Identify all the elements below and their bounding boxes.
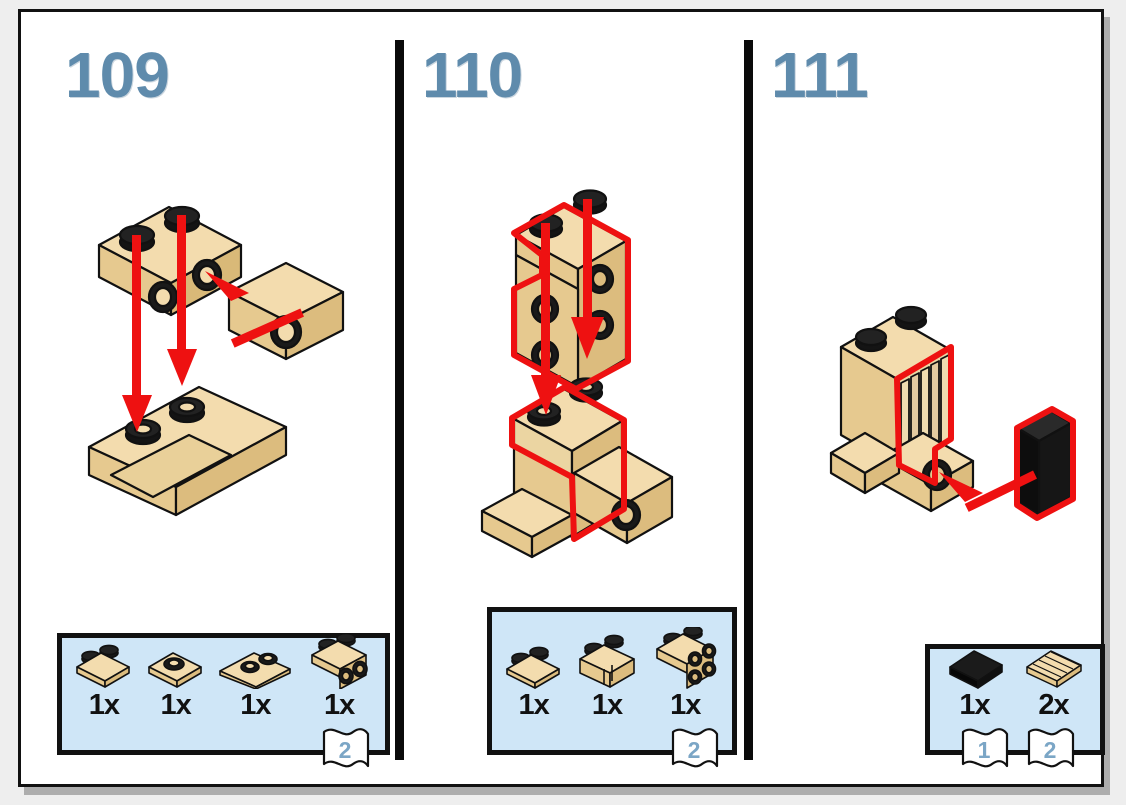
part-item: 1x bbox=[73, 637, 135, 720]
step-panel-109: 109 bbox=[21, 12, 395, 784]
part-item: 1x bbox=[503, 637, 565, 720]
part-quantity: 1x bbox=[88, 689, 120, 721]
instruction-page: 109 bbox=[18, 9, 1107, 787]
bag-number: 2 bbox=[338, 737, 352, 763]
part-icon-bracket-1x2-side-studs bbox=[304, 633, 374, 689]
bag-flag: 1 bbox=[958, 726, 1010, 776]
step-panel-111: 111 bbox=[753, 12, 1107, 784]
brick-lower-111 bbox=[829, 431, 975, 513]
part-quantity: 1x bbox=[160, 689, 191, 721]
brick-detached-109 bbox=[227, 261, 345, 361]
part-icon-plate-1x2-with-stud bbox=[145, 637, 207, 689]
part-quantity: 2x bbox=[1038, 689, 1069, 721]
part-quantity: 1x bbox=[670, 689, 701, 721]
panel-divider bbox=[744, 40, 753, 760]
highlight-outlines-111 bbox=[894, 344, 1076, 521]
assembly-arrows-110 bbox=[531, 199, 604, 415]
bag-flag: 2 bbox=[668, 726, 720, 776]
part-icon-tile-1x2-black bbox=[944, 637, 1006, 689]
tile-black-111 bbox=[1017, 409, 1073, 517]
assembly-diagram-109 bbox=[81, 187, 381, 522]
assembly-diagram-110 bbox=[404, 167, 744, 572]
step-number-109: 109 bbox=[65, 39, 170, 111]
parts-list-111: 1x bbox=[925, 644, 1105, 768]
step-number-110: 110 bbox=[422, 39, 523, 111]
part-item: 1x bbox=[649, 627, 721, 721]
part-quantity: 1x bbox=[959, 689, 990, 721]
bag-flag: 2 bbox=[1024, 726, 1076, 776]
step-number-111: 111 bbox=[771, 39, 869, 111]
part-icon-plate-1x2 bbox=[503, 637, 565, 689]
part-item: 1x bbox=[944, 637, 1006, 720]
part-quantity: 1x bbox=[240, 689, 271, 721]
part-icon-grille-tile-1x2 bbox=[1021, 637, 1087, 689]
part-quantity: 1x bbox=[518, 689, 550, 721]
part-icon-brick-1x2-groove bbox=[574, 634, 640, 689]
brick-lower-109 bbox=[87, 385, 288, 517]
bag-number: 2 bbox=[687, 737, 701, 763]
bag-number: 2 bbox=[1043, 737, 1057, 763]
parts-list-109: 1x 1x bbox=[57, 633, 390, 768]
part-item: 1x bbox=[145, 637, 207, 720]
brick-upper-109 bbox=[97, 205, 243, 317]
part-item: 1x bbox=[216, 637, 294, 720]
part-icon-plate-1x4-with-studs bbox=[216, 637, 294, 689]
part-item: 1x bbox=[304, 633, 374, 721]
assembly-arrows-109 bbox=[122, 215, 304, 432]
panel-divider bbox=[395, 40, 404, 760]
bag-flags-110: 2 bbox=[668, 726, 720, 776]
part-item: 1x bbox=[574, 634, 640, 721]
part-icon-plate-1x2 bbox=[73, 637, 135, 689]
parts-list-110: 1x bbox=[487, 607, 737, 768]
part-item: 2x bbox=[1021, 637, 1087, 720]
part-icon-bracket-1x2-2x2 bbox=[649, 627, 721, 689]
part-quantity: 1x bbox=[323, 689, 355, 721]
assembly-arrow-111 bbox=[939, 470, 1037, 512]
assembly-diagram-111 bbox=[823, 297, 1103, 542]
bag-number: 1 bbox=[977, 737, 991, 763]
step-panel-110: 110 bbox=[404, 12, 744, 784]
bag-flags-111: 1 2 bbox=[958, 726, 1076, 776]
bag-flag: 2 bbox=[319, 726, 371, 776]
bag-flags-109: 2 bbox=[319, 726, 371, 776]
part-quantity: 1x bbox=[591, 689, 623, 721]
